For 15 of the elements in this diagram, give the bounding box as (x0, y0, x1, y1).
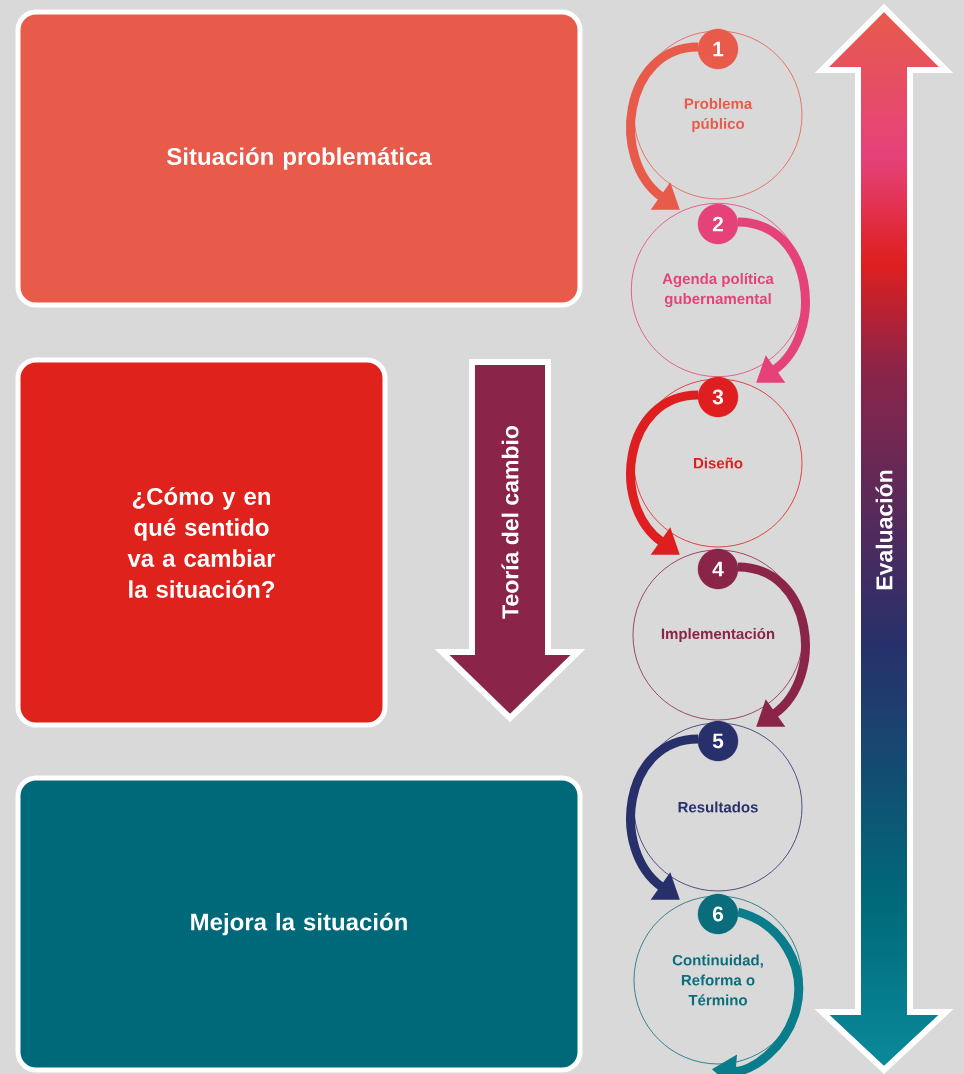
number-badge: 2 (697, 203, 739, 245)
rounded-box: ¿Cómo y en qué sentido va a cambiar la situación? (15, 357, 388, 728)
number-badge: 4 (697, 548, 739, 590)
number-badge: 1 (697, 28, 739, 70)
curved-arrow (737, 562, 810, 727)
number-badge: 5 (697, 720, 739, 762)
rounded-box: Mejora la situación (15, 775, 583, 1073)
curved-arrow (626, 390, 699, 555)
curved-arrow (626, 734, 699, 900)
number-badge: 6 (697, 893, 739, 935)
number-badge: 3 (697, 376, 739, 418)
down-arrow-band: Teoría del cambio (434, 359, 586, 723)
rounded-box: Situación problemática (15, 9, 583, 308)
curved-arrow (737, 217, 810, 383)
curved-arrow (626, 42, 699, 210)
